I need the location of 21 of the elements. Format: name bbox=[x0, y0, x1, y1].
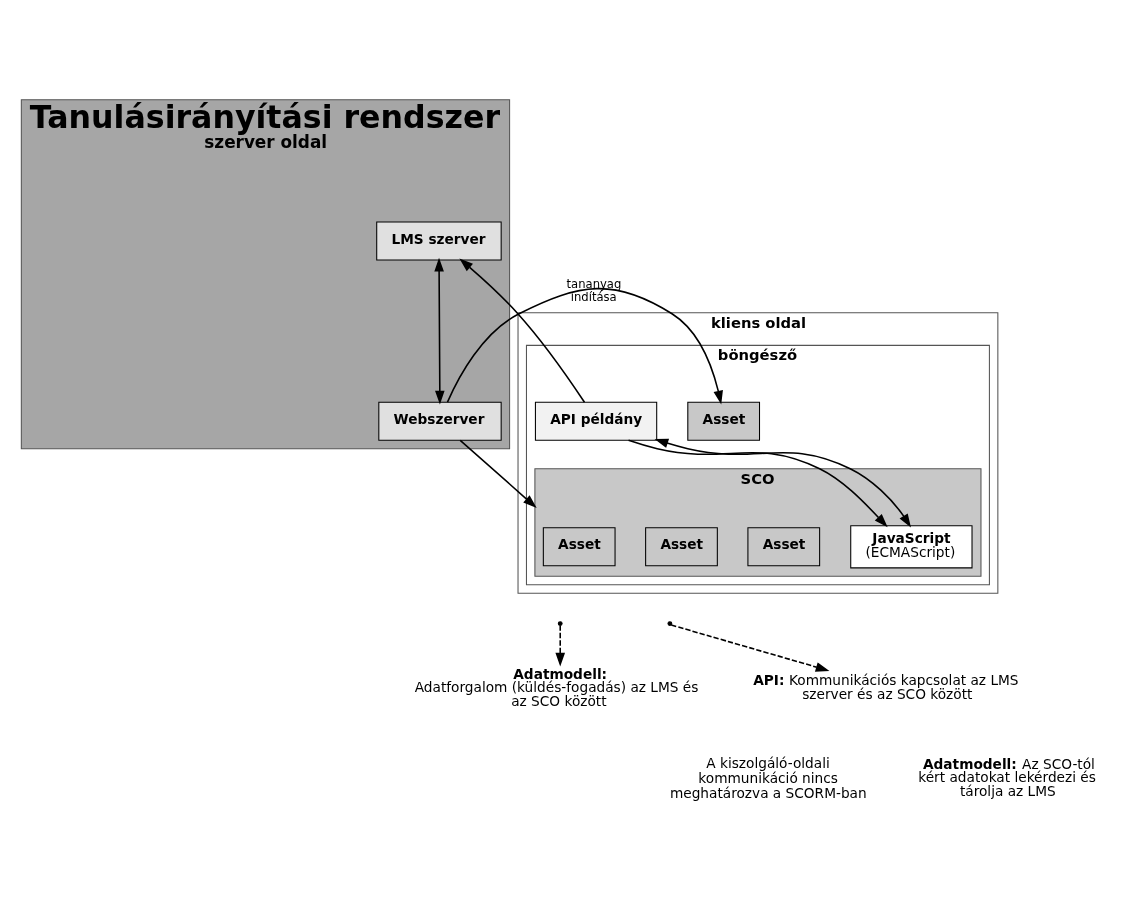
arrow bbox=[459, 258, 586, 404]
arrow bbox=[627, 439, 888, 528]
node-text: API: Kommunikációs kapcsolat az LMS szerver és az SCO között bbox=[753, 672, 1019, 703]
node-box: API példány bbox=[534, 401, 658, 441]
node-box: Asset bbox=[542, 527, 616, 567]
node-box: LMS szerver bbox=[376, 221, 502, 261]
edge-label: tananyag indítása bbox=[566, 277, 622, 304]
arrow bbox=[654, 438, 911, 528]
label: A kiszolgáló-oldali kommunikáció nincs meghatározva a SCORM-ban bbox=[669, 755, 867, 801]
arrow bbox=[459, 439, 537, 509]
arrow bbox=[446, 287, 723, 405]
arrow bbox=[670, 624, 830, 672]
node-box: Asset bbox=[747, 527, 821, 567]
node-box: Asset bbox=[645, 527, 718, 567]
node-box: JavaScript (ECMAScript) bbox=[850, 525, 973, 569]
node-text: Adatmodell: Adatforgalom (küldés-fogadás) az LMS és az SCO között bbox=[414, 665, 699, 710]
node-box: Asset bbox=[687, 401, 761, 441]
arrow bbox=[555, 624, 565, 667]
arrow bbox=[434, 257, 445, 405]
node-box: Webszerver bbox=[378, 401, 502, 441]
label: Adatmodell: Az SCO-tól kért adatokat lekérdezi és tárolja az LMS bbox=[918, 755, 1096, 800]
